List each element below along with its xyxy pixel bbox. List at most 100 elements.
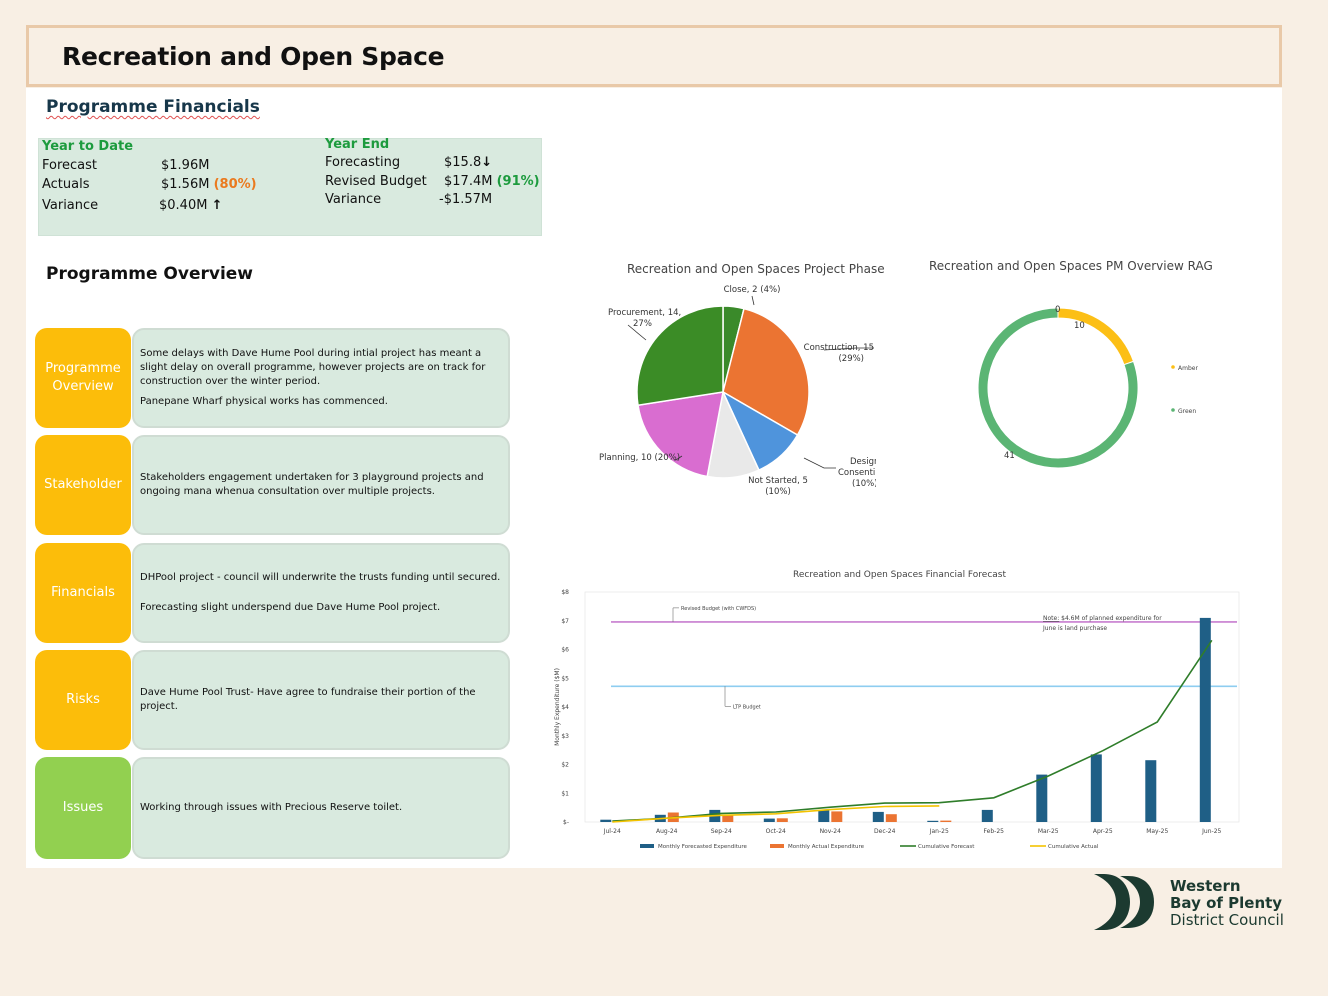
rag-chart-title: Recreation and Open Spaces PM Overview R…	[929, 259, 1213, 273]
programme-overview-title: Programme Overview	[46, 264, 254, 284]
reference-line-label: Revised Budget (with CWFDS)	[681, 606, 756, 612]
y-tick-label: $-	[563, 819, 569, 826]
x-tick-label: Aug-24	[656, 828, 678, 835]
overview-paragraph: DHPool project - council will underwrite…	[140, 572, 501, 583]
y-tick-label: $6	[561, 647, 569, 654]
bar-forecast	[927, 820, 939, 822]
donut-slice-green	[977, 307, 1139, 469]
logo-line-2: Bay of Plenty	[1170, 894, 1283, 912]
title-bar: Recreation and Open Space	[26, 25, 1282, 87]
x-tick-label: Apr-25	[1093, 828, 1113, 835]
ye-forecasting-value: $15.8	[444, 155, 482, 170]
bar-forecast	[981, 809, 993, 822]
overview-row-label: Programme Overview	[35, 328, 131, 428]
project-phase-chart-title: Recreation and Open Spaces Project Phase	[627, 262, 885, 276]
donut-slice-amber	[1057, 307, 1135, 366]
financials-summary: Year to Date Forecast $1.96M Actuals $1.…	[38, 137, 542, 236]
ye-variance-value: -$1.57M	[439, 192, 493, 207]
y-tick-label: $7	[561, 618, 569, 625]
x-tick-label: Sep-24	[711, 828, 732, 835]
overview-row-text: Some delays with Dave Hume Pool during i…	[132, 328, 510, 428]
overview-row-text: DHPool project - council will underwrite…	[132, 543, 510, 643]
ytd-actuals: $1.56M (80%)	[161, 177, 257, 192]
bar-forecast	[872, 811, 884, 822]
line-cumulative-forecast	[612, 639, 1213, 822]
overview-row-text: Working through issues with Precious Res…	[132, 757, 510, 859]
ye-revised: $17.4M (91%)	[444, 174, 540, 189]
bar-forecast	[1145, 760, 1157, 822]
overview-row-label: Financials	[35, 543, 131, 643]
bar-actual	[940, 820, 952, 822]
y-tick-label: $8	[561, 589, 569, 596]
legend-label: Monthly Actual Expenditure	[788, 844, 865, 850]
year-end-heading: Year End	[325, 137, 390, 152]
pie-label: Construction, 15(29%)	[804, 343, 874, 364]
reference-leader	[672, 607, 679, 622]
overview-row: Financials DHPool project - council will …	[35, 543, 511, 643]
pie-label: Design/Consenting, 5(10%)	[838, 457, 876, 489]
x-tick-label: Jun-25	[1201, 828, 1221, 835]
ytd-forecast-label: Forecast	[42, 158, 98, 173]
y-tick-label: $4	[561, 704, 569, 711]
ytd-variance-label: Variance	[42, 198, 99, 213]
donut-value-amber: 10	[1074, 321, 1085, 331]
legend-marker	[1171, 365, 1175, 369]
pie-leader-line	[751, 295, 755, 306]
overview-row-label: Risks	[35, 650, 131, 750]
pie-leader-line	[674, 455, 683, 461]
legend-marker	[1171, 408, 1175, 412]
legend-label: Monthly Forecasted Expenditure	[658, 844, 748, 850]
pie-label: Procurement, 14,27%	[608, 308, 681, 329]
pie-leader-line	[823, 347, 874, 351]
y-tick-label: $5	[561, 675, 569, 682]
ytd-actuals-pct: (80%)	[213, 177, 257, 192]
overview-paragraph: Panepane Wharf physical works has commen…	[140, 396, 388, 408]
overview-row-text: Stakeholders engagement undertaken for 3…	[132, 435, 510, 535]
pie-label: Planning, 10 (20%)	[599, 453, 680, 463]
council-logo-text: Western Bay of Plenty District Council	[1170, 878, 1284, 929]
logo-line-3: District Council	[1170, 911, 1284, 929]
overview-paragraph: Some delays with Dave Hume Pool during i…	[140, 347, 486, 387]
arrow-down-icon: ↓	[481, 155, 493, 170]
overview-row-label: Issues	[35, 757, 131, 859]
annotation-prefix: Note:	[1043, 615, 1059, 622]
overview-row-label: Stakeholder	[35, 435, 131, 535]
pie-leader-line	[627, 324, 647, 341]
pie-label: Not Started, 5(10%)	[748, 476, 808, 497]
x-tick-label: Oct-24	[766, 828, 786, 835]
pie-label: Close, 2 (4%)	[724, 285, 781, 295]
arrow-up-icon: ↑	[211, 198, 223, 213]
donut-value-green: 41	[1004, 451, 1015, 461]
programme-financials-title: Programme Financials	[46, 97, 260, 117]
ytd-forecast-value: $1.96M	[161, 158, 210, 173]
overview-paragraph: Dave Hume Pool Trust- Have agree to fund…	[140, 687, 476, 712]
pie-slice-construction	[722, 307, 810, 437]
ye-forecasting: $15.8↓	[444, 155, 492, 170]
project-phase-pie-chart: Close, 2 (4%) Construction, 15(29%) Design…	[599, 285, 876, 497]
financial-forecast-chart: $-$1$2$3$4$5$6$7$8$-$2$4$6$8$10$12$14$16…	[554, 589, 1240, 850]
ye-forecasting-label: Forecasting	[325, 155, 401, 170]
legend-label-green: Green	[1178, 408, 1196, 415]
overview-paragraph: Forecasting slight underspend due Dave H…	[140, 602, 441, 613]
ye-variance-label: Variance	[325, 192, 382, 207]
x-tick-label: Nov-24	[820, 828, 842, 835]
ytd-actuals-value: $1.56M	[161, 177, 210, 192]
bar-actual	[776, 818, 788, 822]
line-cumulative-actual	[612, 805, 940, 823]
x-tick-label: Dec-24	[874, 828, 896, 835]
donut-value-zero: 0	[1055, 305, 1060, 315]
pie-leader-line	[803, 457, 836, 469]
x-tick-label: Mar-25	[1038, 828, 1059, 835]
y-tick-label: $3	[561, 733, 569, 740]
reference-line-label: LTP Budget	[733, 704, 761, 710]
council-logo-icon	[1094, 874, 1154, 930]
bar-actual	[831, 811, 843, 822]
pie-slice-planning	[637, 391, 724, 478]
legend-label: Cumulative Forecast	[918, 844, 975, 850]
bar-forecast	[1090, 754, 1102, 822]
